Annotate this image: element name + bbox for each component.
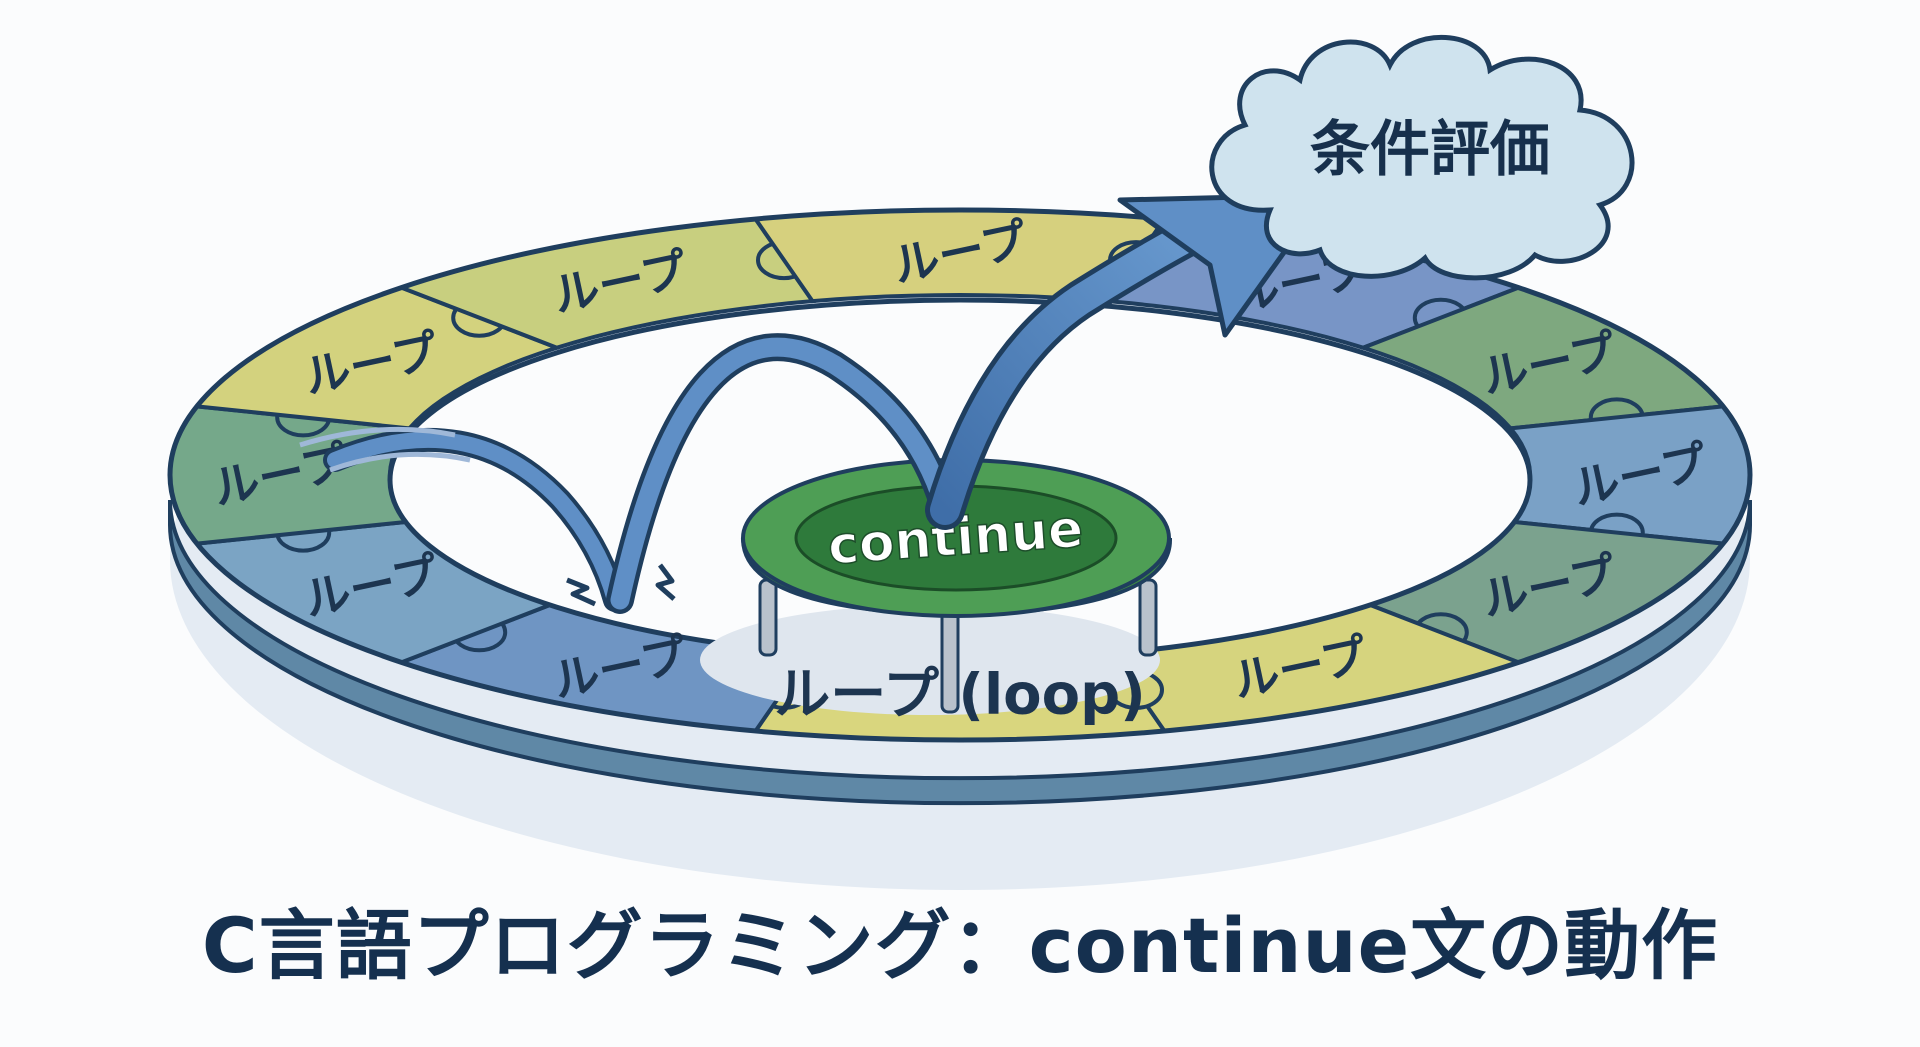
motion-line-1 xyxy=(299,426,456,448)
trampoline-leg-right xyxy=(1138,578,1158,657)
ring-main-label: ループ (loop) xyxy=(774,663,1146,728)
ring-pieces xyxy=(167,207,1753,743)
floor-shadow xyxy=(700,605,1160,715)
page-title: C言語プログラミング：continue文の動作 xyxy=(201,901,1719,990)
incoming-swoosh-fill xyxy=(327,431,623,608)
trampoline-leg-left xyxy=(758,578,778,657)
ring-side xyxy=(168,499,1752,806)
cloud-shape xyxy=(1209,34,1635,281)
exit-arrow-shaft-fill xyxy=(930,210,1225,525)
impact-mark-right xyxy=(655,563,676,601)
condition-cloud: 条件評価 xyxy=(1209,34,1635,281)
motion-line-2 xyxy=(329,451,471,473)
impact-mark-left xyxy=(566,577,597,607)
ring-outer-edge xyxy=(167,207,1753,743)
cloud-label: 条件評価 xyxy=(1310,115,1550,185)
middle-hump-fill xyxy=(610,337,955,610)
